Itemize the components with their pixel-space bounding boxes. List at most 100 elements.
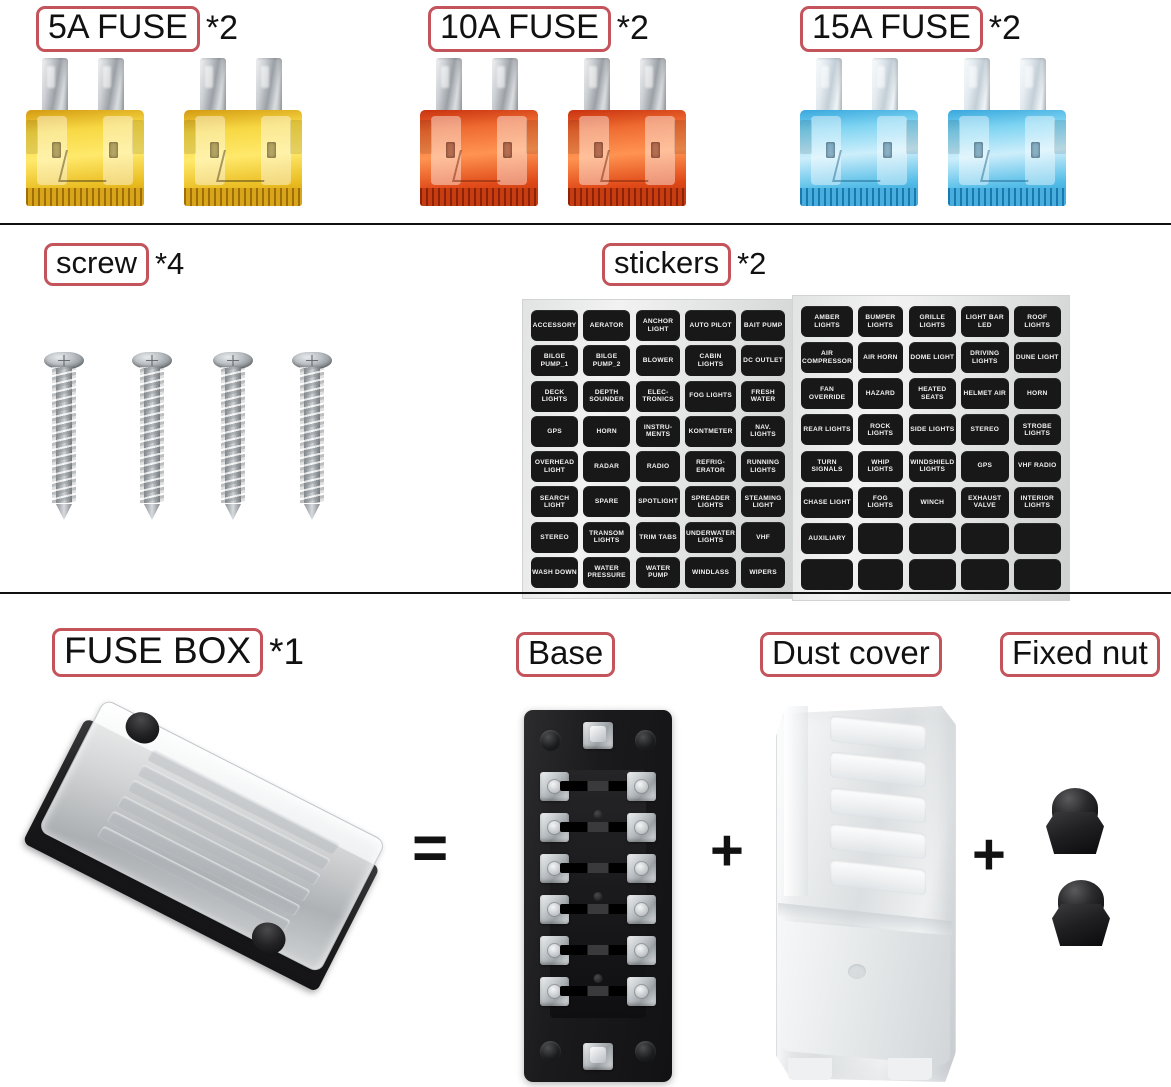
sticker-label-blank (961, 558, 1009, 590)
dust-cover-top-face (802, 706, 948, 917)
fixed-nut-1 (1046, 788, 1104, 854)
sticker-label: WASH DOWN (531, 556, 579, 588)
fuse-blade-icon (964, 58, 990, 120)
cover-pin (593, 974, 603, 983)
sticker-label: LIGHT BAR LED (961, 306, 1009, 337)
screw-head-phillips-icon (292, 352, 332, 369)
fuse-notch (132, 120, 144, 154)
dust-cover-lower-face (780, 920, 950, 1066)
screw-thread (140, 367, 164, 503)
fuse-notch (420, 120, 432, 154)
sticker-label: INSTRU- MENTS (636, 415, 681, 447)
fuse-test-port (503, 142, 512, 158)
sticker-label: ROOF LIGHTS (1013, 306, 1061, 337)
fuse-circuit-row (524, 772, 672, 810)
fuse-15a-1 (800, 58, 918, 206)
screw-3 (213, 352, 253, 520)
assembled-fuse-box-body (18, 695, 391, 1001)
caption-5a-fuse-qty: *2 (205, 9, 238, 47)
fuse-element (58, 150, 114, 182)
fuse-slot (560, 781, 636, 791)
caption-15a-fuse: 15A FUSE *2 (800, 6, 1021, 52)
sticker-label: STEREO (531, 521, 579, 553)
sticker-label: WHIP LIGHTS (858, 450, 903, 482)
sticker-label: TRANSOM LIGHTS (583, 521, 631, 553)
fuse-ribs (26, 188, 144, 206)
screw-terminal-right (627, 854, 656, 883)
caption-fuse-box: FUSE BOX *1 (52, 628, 304, 677)
caption-stickers: stickers *2 (602, 243, 766, 286)
fuse-test-port (594, 142, 603, 158)
sticker-label: NAV. LIGHTS (741, 415, 785, 447)
mounting-hole (540, 1041, 561, 1062)
dust-cover-window (830, 859, 926, 896)
screw-head-phillips-icon (44, 352, 84, 369)
screw-terminal-right (627, 936, 656, 965)
section-divider-2 (0, 592, 1171, 594)
sticker-label: WINDSHIELD LIGHTS (908, 450, 957, 482)
equals-operator: = (412, 814, 449, 883)
sticker-label: FAN OVERRIDE (801, 378, 854, 410)
caption-stickers-label: stickers (602, 243, 732, 286)
sticker-label-blank (908, 558, 957, 590)
screw-1 (44, 352, 84, 520)
sticker-label-blank (801, 558, 854, 590)
fuse-test-port (826, 142, 835, 158)
fixed-nut-2 (1052, 880, 1110, 946)
caption-base-label: Base (516, 632, 616, 677)
fuse-slot (560, 822, 636, 832)
caption-dust-cover-label: Dust cover (760, 632, 942, 677)
caption-fixed-nut: Fixed nut (1000, 632, 1160, 677)
nut-hex-body (1046, 812, 1104, 854)
power-stud-top (583, 722, 613, 749)
fuse-slot (560, 986, 636, 996)
screw-terminal-right (627, 813, 656, 842)
caption-5a-fuse: 5A FUSE *2 (36, 6, 238, 52)
fuse-notch (526, 120, 538, 154)
screw-4 (292, 352, 332, 520)
sticker-label: TURN SIGNALS (801, 450, 854, 482)
caption-10a-fuse-qty: *2 (616, 9, 649, 47)
screw-terminal-left (540, 977, 569, 1006)
fuse-ribs (948, 188, 1066, 206)
fuse-test-port (210, 142, 219, 158)
fuse-element (452, 150, 508, 182)
sticker-label: BLOWER (636, 345, 681, 377)
sticker-label: SIDE LIGHTS (908, 414, 957, 446)
dust-cover-boss (848, 964, 866, 979)
sticker-label: HELMET AIR (961, 378, 1009, 410)
sticker-label: WATER PUMP (636, 556, 681, 588)
sticker-label: BILGE PUMP_1 (531, 345, 579, 377)
sticker-label: WATER PRESSURE (583, 556, 631, 588)
screw-2 (132, 352, 172, 520)
screw-terminal-right (627, 772, 656, 801)
fuse-notch (674, 120, 686, 154)
fuse-ribs (800, 188, 918, 206)
fuse-test-port (446, 142, 455, 158)
caption-screw-qty: *4 (154, 246, 185, 281)
sticker-label: BILGE PUMP_2 (583, 345, 631, 377)
sticker-label-blank (908, 522, 957, 554)
mounting-hole (635, 730, 656, 751)
dust-cover-side-lip (784, 706, 808, 896)
assembled-fuse-box (22, 698, 420, 1060)
fuse-blade-icon (1020, 58, 1046, 120)
sticker-label: AIR COMPRESSOR (801, 342, 854, 374)
sticker-label: AERATOR (583, 310, 631, 341)
sticker-label: INTERIOR LIGHTS (1013, 486, 1061, 518)
sticker-label: STEAMING LIGHT (741, 486, 785, 518)
sticker-label: AUTO PILOT (685, 310, 737, 341)
sticker-label: FOG LIGHTS (685, 380, 737, 412)
dust-cover-window (830, 751, 926, 788)
sticker-label: TRIM TABS (636, 521, 681, 553)
fuse-test-port (651, 142, 660, 158)
sticker-label: ANCHOR LIGHT (636, 310, 681, 341)
sticker-label: AUXILIARY (801, 522, 854, 554)
dust-cover-window (830, 787, 926, 824)
fuse-element (832, 150, 888, 182)
plus-operator-2: + (972, 822, 1006, 887)
